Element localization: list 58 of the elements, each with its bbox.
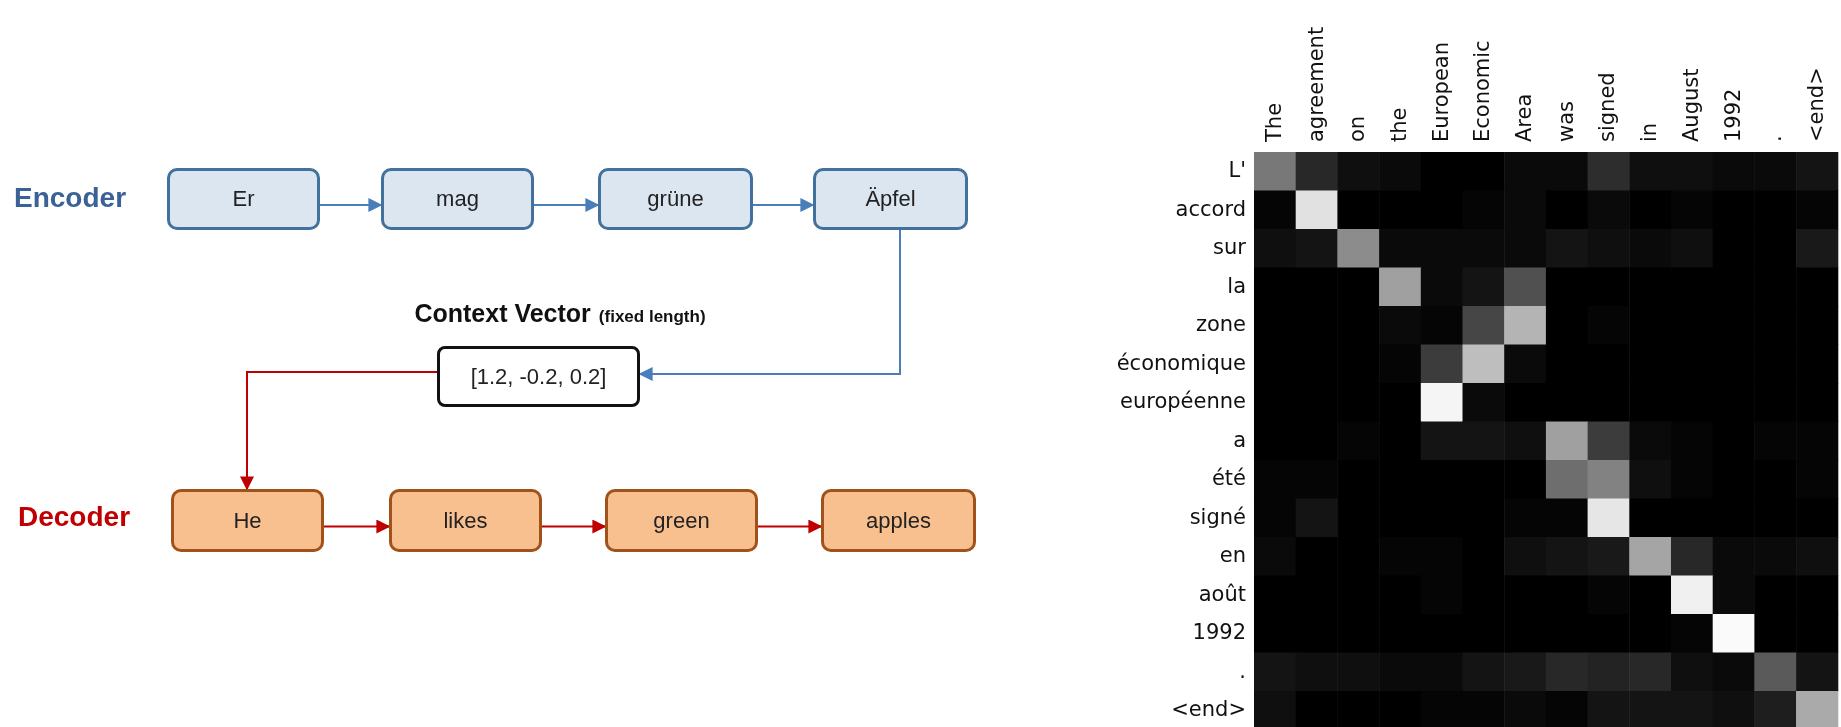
row-label: signé xyxy=(1189,504,1246,529)
decoder-box xyxy=(605,489,758,552)
word-text: green xyxy=(653,507,710,534)
subheading-text: (fixed length) xyxy=(598,307,706,327)
column-label: the xyxy=(1386,107,1411,142)
side-label: Decoder xyxy=(18,501,131,533)
word-text: Er xyxy=(232,186,255,212)
decoder-box xyxy=(389,489,542,552)
column-label: European xyxy=(1428,41,1453,142)
row-label: européenne xyxy=(1120,389,1246,414)
arrow xyxy=(323,519,391,534)
row-label: zone xyxy=(1195,312,1246,337)
row-label: a xyxy=(1233,427,1246,452)
arrow xyxy=(638,229,901,381)
word-text: likes xyxy=(443,507,488,534)
arrow xyxy=(757,519,823,534)
column-label: Area xyxy=(1512,93,1537,142)
column-label: on xyxy=(1345,115,1370,142)
row-label: . xyxy=(1239,658,1246,683)
decoder-box xyxy=(821,489,976,552)
encoder-box xyxy=(598,168,753,230)
encoder-box xyxy=(813,168,968,230)
column-label: Economic xyxy=(1470,40,1495,142)
row-label: économique xyxy=(1116,350,1246,375)
column-label: was xyxy=(1553,101,1578,142)
column-label: 1992 xyxy=(1720,88,1745,142)
arrow xyxy=(533,198,600,212)
encoder-box xyxy=(381,168,534,230)
row-label: <end> xyxy=(1171,697,1246,722)
encoder-box xyxy=(167,168,320,230)
row-label: la xyxy=(1227,273,1246,298)
word-text: apples xyxy=(866,507,931,534)
column-label: in xyxy=(1637,122,1662,142)
row-label: en xyxy=(1219,543,1246,568)
word-text: mag xyxy=(436,186,479,212)
arrow xyxy=(319,198,383,212)
side-label: Encoder xyxy=(14,182,127,214)
row-label: 1992 xyxy=(1192,620,1246,645)
arrow xyxy=(752,198,815,212)
row-label: sur xyxy=(1213,235,1246,260)
word-text: He xyxy=(233,507,262,534)
row-label: accord xyxy=(1175,196,1246,221)
row-label: été xyxy=(1211,466,1246,491)
decoder-box xyxy=(171,489,324,552)
heading-text: Context Vector xyxy=(414,299,591,328)
column-label: August xyxy=(1678,68,1703,142)
word-text: grüne xyxy=(647,186,704,212)
column-label: The xyxy=(1261,102,1286,142)
column-label: . xyxy=(1762,135,1787,142)
row-label: L' xyxy=(1228,158,1246,183)
row-label: août xyxy=(1198,581,1246,606)
word-text: Äpfel xyxy=(865,186,916,212)
column-label: <end> xyxy=(1803,67,1828,142)
column-label: agreement xyxy=(1303,26,1328,142)
column-label: signed xyxy=(1595,72,1620,142)
word-text: [1.2, -0.2, 0.2] xyxy=(470,363,607,390)
arrow xyxy=(240,371,438,491)
arrow xyxy=(541,519,607,534)
